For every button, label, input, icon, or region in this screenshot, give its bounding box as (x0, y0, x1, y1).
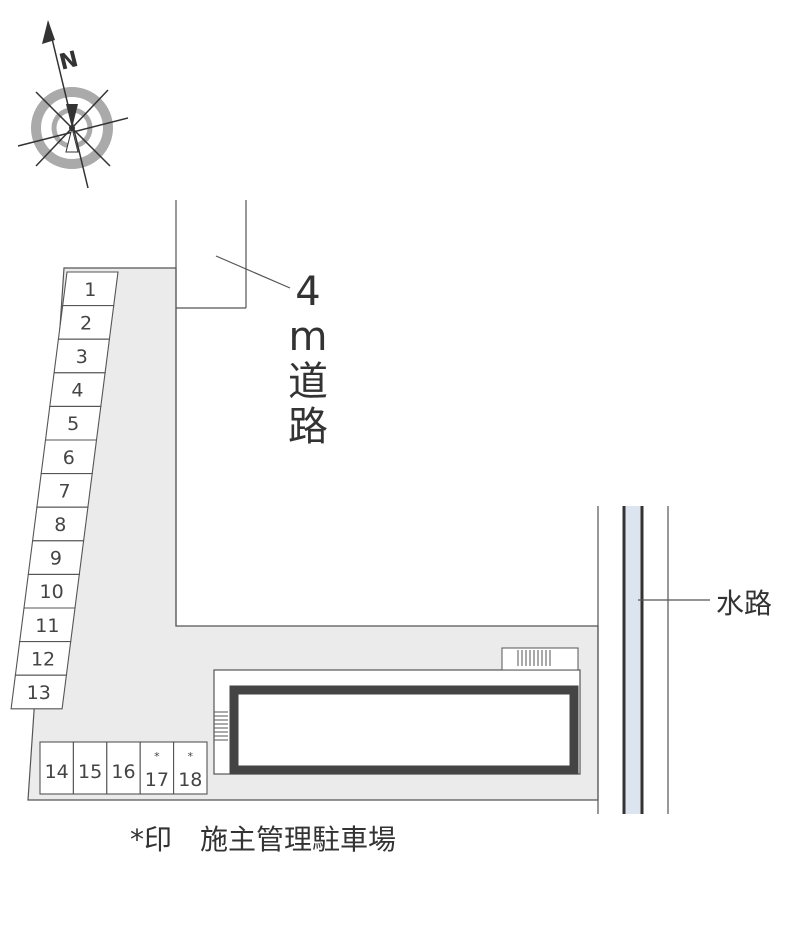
parking-slot-number: 17 (145, 769, 169, 791)
parking-slot-number: 8 (54, 514, 66, 536)
waterway (597, 506, 710, 814)
parking-slot-number: 12 (31, 648, 55, 670)
parking-slot-number: 6 (63, 447, 75, 469)
parking-slot: 7 (36, 473, 93, 508)
upper-steps (501, 647, 579, 671)
road-leader-line (215, 255, 291, 289)
parking-slot-number: 16 (111, 761, 135, 783)
compass-north-label: N (57, 47, 81, 76)
parking-slot-number: 1 (84, 279, 96, 301)
parking-slot: 3 (53, 338, 111, 374)
parking-slot-number: 11 (35, 615, 59, 637)
parking-slot-number: 3 (76, 346, 88, 368)
road-label-char: 道 (288, 359, 328, 405)
road-width-label: 4 m 道 路 (276, 270, 340, 450)
parking-slot-number: 18 (178, 769, 202, 791)
parking-slot: 6 (40, 439, 98, 475)
parking-slot: 16 (106, 741, 141, 795)
legend-note: *印 施主管理駐車場 (130, 823, 397, 856)
parking-slot-number: 13 (27, 682, 51, 704)
parking-slot: 5 (44, 405, 102, 441)
parking-slot: 12 (14, 641, 72, 676)
parking-slot: 11 (19, 607, 76, 643)
parking-slot-number: 2 (80, 312, 92, 334)
road-label-char: 路 (288, 404, 328, 450)
parking-slot: 9 (27, 540, 85, 575)
parking-slot: 2 (57, 305, 115, 340)
road-4m (175, 200, 291, 626)
parking-slot: 10 (23, 573, 80, 609)
parking-slot-number: 5 (67, 413, 79, 435)
parking-slot-number: 14 (45, 761, 69, 783)
owner-managed-mark: * (154, 750, 160, 763)
parking-slot: 8 (31, 506, 89, 542)
parking-slot: 15 (72, 741, 108, 795)
parking-slot-number: 7 (58, 480, 70, 502)
road-label-char: 4 (295, 269, 321, 315)
road-label-char: m (288, 314, 328, 360)
north-arrow-compass-icon: N (17, 20, 129, 189)
waterway-label: 水路 (716, 587, 773, 620)
parking-slot-number: 4 (71, 380, 83, 402)
side-stairs-icon (214, 711, 228, 741)
parking-slot-number: 10 (40, 581, 64, 603)
owner-managed-mark: * (188, 750, 194, 763)
building (213, 647, 581, 775)
parking-slots-bottom-row: 14 15 16 * 17 * 18 (39, 741, 208, 795)
parking-slot: * 18 (173, 741, 208, 795)
parking-slot: * 17 (139, 741, 175, 795)
building-footprint (229, 685, 579, 775)
parking-slot: 1 (62, 271, 119, 307)
parking-slot: 13 (10, 674, 68, 710)
parking-slot: 14 (39, 741, 74, 795)
parking-slot-number: 9 (50, 548, 62, 570)
parking-slot: 4 (49, 372, 106, 407)
stairs-icon (517, 650, 551, 666)
parking-slot-number: 15 (78, 761, 102, 783)
